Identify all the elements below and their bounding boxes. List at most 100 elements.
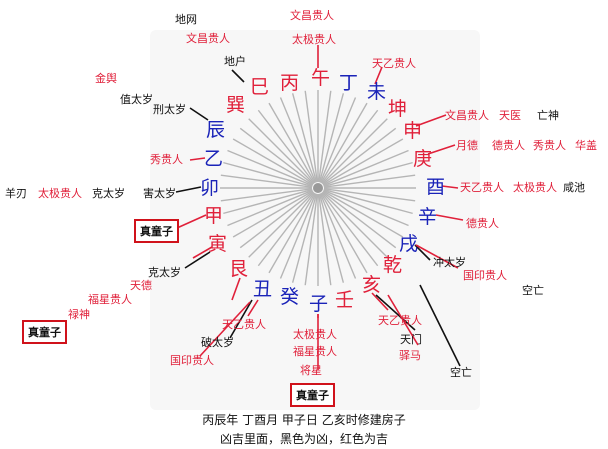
connector-line	[184, 251, 211, 269]
connector-line	[175, 186, 202, 193]
wheel-spoke	[268, 102, 316, 184]
label-wangshen: 亡神	[537, 109, 559, 122]
connector-line	[199, 301, 251, 357]
label-fuxing: 福星贵人	[293, 345, 337, 358]
connector-line	[414, 244, 431, 261]
wheel-spoke	[279, 97, 317, 183]
connector-line	[375, 294, 416, 331]
wheel-spoke	[248, 191, 315, 258]
label-dihu: 地户	[224, 55, 246, 68]
connector-line	[176, 214, 207, 229]
zhentongzi-box: 真童子	[290, 383, 335, 407]
direction-chen: 辰	[206, 119, 226, 141]
label-degui: 德贵人	[466, 217, 499, 230]
label-ketaisui: 克太岁	[92, 187, 125, 200]
direction-yin: 寅	[208, 233, 228, 255]
wheel-spoke	[239, 127, 314, 185]
direction-qian: 乾	[383, 254, 403, 276]
wheel-spoke	[321, 191, 388, 258]
connector-line	[247, 299, 259, 317]
wheel-spoke	[239, 191, 314, 249]
wheel-spoke	[268, 192, 316, 274]
direction-ren: 壬	[335, 289, 355, 311]
label-tianyi: 天乙贵人	[222, 318, 266, 331]
wheel-spoke	[304, 90, 318, 183]
wheel-spoke	[318, 90, 332, 183]
label-diwang: 地网	[175, 13, 197, 26]
wheel-spoke	[322, 190, 404, 238]
direction-chou: 丑	[253, 278, 273, 300]
connector-line	[374, 66, 383, 85]
label-wenchang: 文昌贵人	[445, 109, 489, 122]
direction-hai: 亥	[362, 274, 382, 296]
label-kongwang: 空亡	[522, 284, 544, 297]
label-tianyi-doctor: 天医	[499, 109, 521, 122]
direction-si: 巳	[250, 76, 270, 98]
label-degui: 德贵人	[492, 139, 525, 152]
connector-line	[387, 294, 419, 346]
wheel-spoke	[279, 193, 317, 279]
connector-line	[419, 284, 461, 367]
wheel-spoke	[321, 109, 379, 184]
label-yima: 驿马	[399, 349, 421, 362]
label-jinyu: 金舆	[95, 72, 117, 85]
zhentongzi-box: 真童子	[134, 219, 179, 243]
connector-line	[231, 277, 241, 301]
wheel-spoke	[223, 161, 313, 188]
connector-line	[415, 244, 459, 269]
wheel-spoke	[318, 193, 345, 283]
wheel-spoke	[257, 192, 315, 267]
connector-line	[192, 246, 213, 259]
background-panel	[150, 30, 480, 410]
wheel-spoke	[321, 192, 379, 267]
wheel-spoke	[321, 118, 388, 185]
label-tianyi: 天乙贵人	[372, 57, 416, 70]
connector-lines	[175, 45, 464, 370]
wheel-spoke	[323, 188, 416, 202]
wheel-spokes	[220, 90, 416, 286]
wheel-spoke	[320, 102, 368, 184]
label-xingtaisui: 刑太岁	[153, 103, 186, 116]
label-xiugui: 秀贵人	[533, 139, 566, 152]
label-wenchang: 文昌贵人	[290, 9, 334, 22]
label-guoyin: 国印贵人	[463, 269, 507, 282]
direction-you: 酉	[426, 176, 446, 198]
label-tiande: 天德	[130, 279, 152, 292]
direction-xu: 戌	[399, 233, 419, 255]
label-guoyin: 国印贵人	[170, 354, 214, 367]
direction-xin: 辛	[418, 206, 438, 228]
wheel-spoke	[220, 174, 313, 188]
direction-gui: 癸	[280, 286, 300, 308]
label-fuxing: 福星贵人	[88, 293, 132, 306]
wheel-spoke	[322, 191, 397, 249]
wheel-spoke	[323, 174, 416, 188]
direction-geng: 庚	[413, 148, 433, 170]
label-taiji: 太极贵人	[513, 181, 557, 194]
direction-yi: 乙	[204, 148, 224, 170]
wheel-spoke	[323, 149, 409, 187]
direction-wu: 午	[311, 67, 331, 89]
wheel-spoke	[304, 193, 318, 286]
connector-line	[415, 114, 447, 127]
wheel-spoke	[257, 109, 315, 184]
caption-dates: 丙辰年 丁酉月 甲子日 乙亥时修建房子	[202, 413, 406, 427]
label-ketaisui: 克太岁	[148, 266, 181, 279]
connector-line	[189, 107, 209, 121]
direction-kun: 坤	[388, 98, 408, 120]
wheel-spoke	[227, 149, 313, 187]
wheel-spoke	[223, 188, 313, 215]
wheel-spoke	[320, 192, 368, 274]
wheel-spoke	[220, 188, 313, 202]
wheel-spoke	[248, 118, 315, 185]
caption-legend: 凶吉里面，黑色为凶，红色为吉	[219, 432, 388, 446]
direction-ding: 丁	[339, 72, 359, 94]
wheel-spoke	[319, 97, 357, 183]
label-xiugui: 秀贵人	[150, 153, 183, 166]
label-yangren: 羊刃	[5, 187, 27, 200]
label-xianchi: 咸池	[563, 181, 585, 194]
wheel-hub	[313, 183, 323, 193]
label-taiji: 太极贵人	[293, 328, 337, 341]
direction-bing: 丙	[280, 72, 300, 94]
